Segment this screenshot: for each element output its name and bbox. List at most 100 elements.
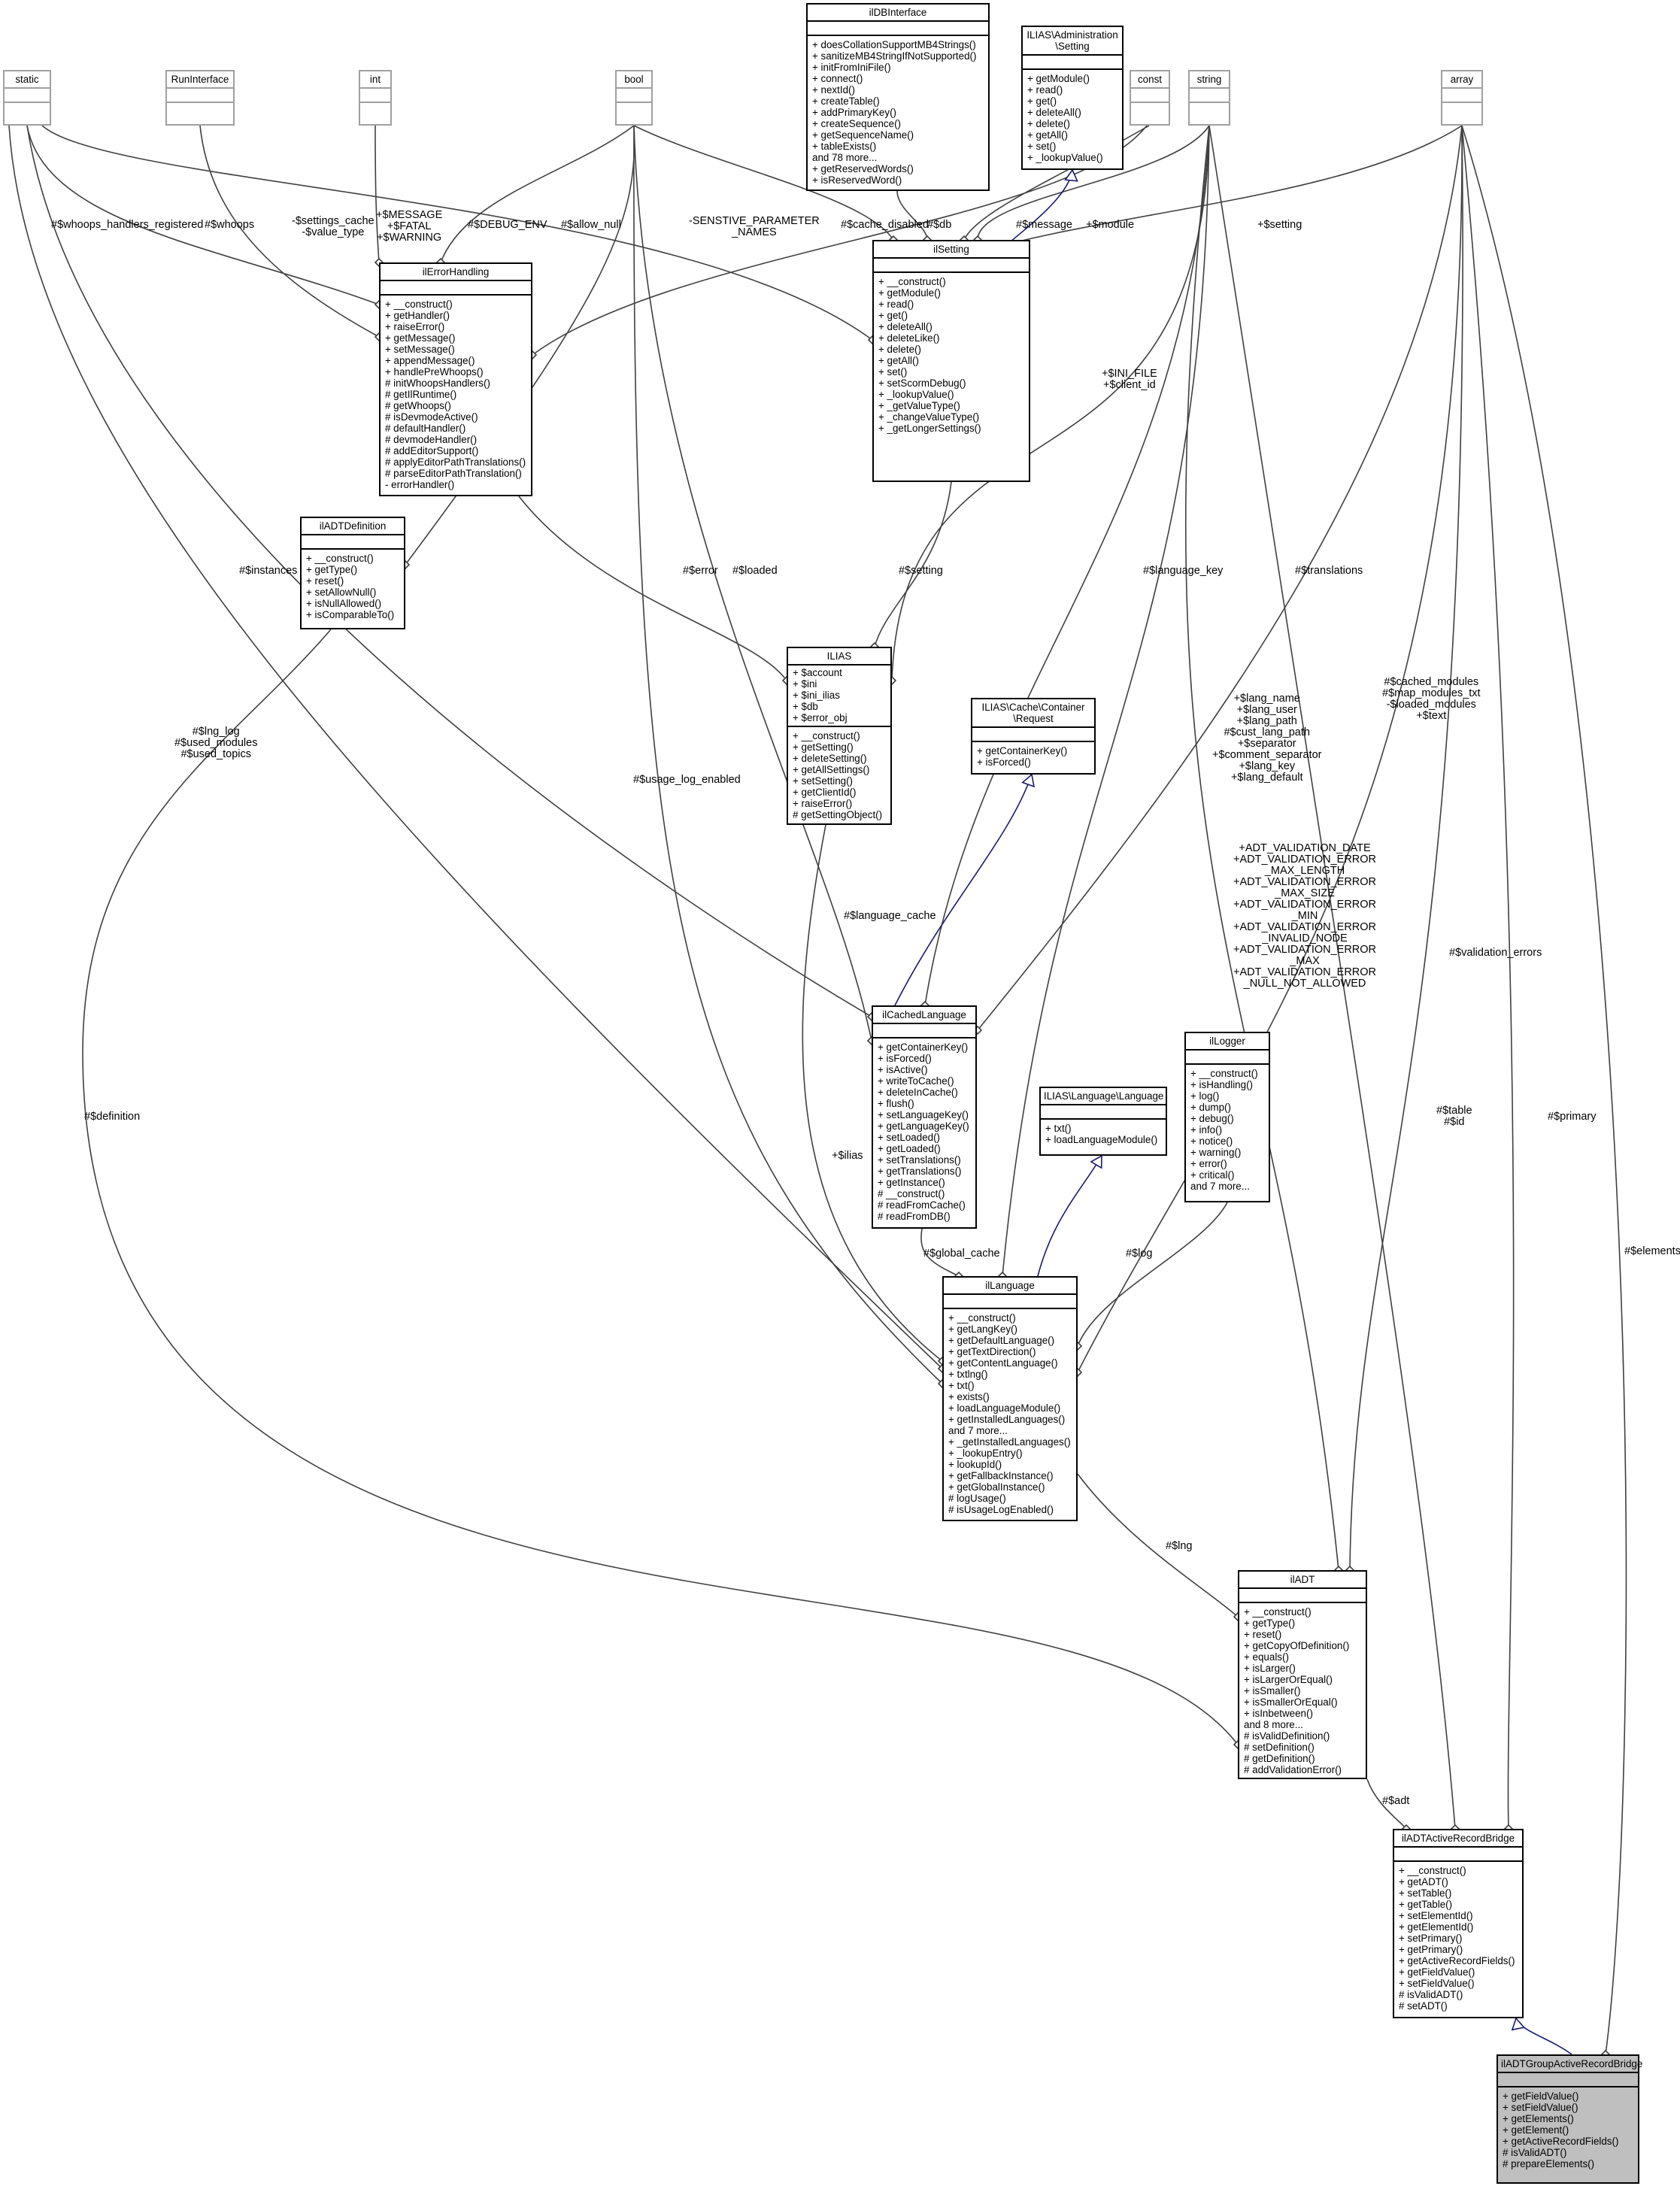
class-cache-container-request[interactable]: ILIAS\Cache\Container \Request + getCont… [971, 698, 1096, 775]
class-iladtactiverecordbridge[interactable]: ilADTActiveRecordBridge + __construct() … [1393, 1829, 1524, 2018]
association-edge [992, 125, 1463, 249]
class-ilias[interactable]: ILIAS + $account + $ini + $ini_ilias + $… [787, 647, 892, 825]
class-array[interactable]: array [1441, 70, 1483, 126]
method: + getModule() [1027, 73, 1090, 84]
method: + loadLanguageModule() [948, 1402, 1061, 1414]
method: and 7 more... [1190, 1181, 1250, 1192]
association-edge [920, 1228, 960, 1277]
method: + getTable() [1399, 1899, 1453, 1910]
method: + getReservedWords() [812, 163, 914, 174]
edge-label: #$loaded [732, 565, 778, 577]
method: + getTextDirection() [948, 1346, 1036, 1357]
class-static[interactable]: static [3, 70, 51, 126]
class-iladtgroupactiverecordbridge[interactable]: ilADTGroupActiveRecordBridge + getFieldV… [1497, 2054, 1642, 2184]
method: # prepareElements() [1503, 2158, 1595, 2169]
method: + writeToCache() [878, 1075, 954, 1087]
method: + getContentLanguage() [948, 1357, 1058, 1369]
method: + deleteLike() [878, 332, 940, 344]
attribute: + $ini_ilias [793, 690, 840, 701]
edge-label: #$elements [1624, 1245, 1680, 1257]
class-const[interactable]: const [1130, 70, 1170, 126]
methods-section [167, 102, 233, 116]
method: and 8 more... [1244, 1719, 1303, 1730]
inheritance-edge [1037, 1155, 1102, 1277]
attributes-section [1131, 87, 1169, 102]
method: + exists() [948, 1391, 990, 1402]
class-ilcachedlanguage[interactable]: ilCachedLanguage + getContainerKey() + i… [872, 1005, 977, 1229]
class-runinterface[interactable]: RunInterface [165, 70, 235, 126]
edge-label: #$validation_errors [1449, 947, 1542, 959]
class-int[interactable]: int [359, 70, 392, 126]
class-administration-setting[interactable]: ILIAS\Administration \Setting + getModul… [1021, 26, 1124, 170]
class-iladt[interactable]: ilADT + __construct() + getType() + rese… [1238, 1570, 1367, 1779]
method: + __construct() [1244, 1606, 1312, 1618]
association-edge [1366, 1778, 1407, 1830]
class-name: int [369, 74, 381, 85]
class-bool[interactable]: bool [615, 70, 653, 126]
method: and 7 more... [948, 1425, 1008, 1436]
association-edge [199, 125, 380, 338]
class-string[interactable]: string [1188, 70, 1230, 126]
method: + setTranslations() [878, 1154, 961, 1166]
attributes-section [972, 726, 1094, 741]
method: + getSetting() [793, 741, 854, 753]
method: + getAll() [1027, 129, 1068, 141]
method: + getSequenceName() [812, 129, 914, 141]
method: + delete() [1027, 118, 1070, 129]
method: + getClientId() [793, 787, 857, 798]
method: + isLargerOrEqual() [1244, 1674, 1333, 1685]
edge-label: #$cached_modules #$map_modules_txt -$loa… [1382, 676, 1481, 722]
method: + deleteAll() [1027, 107, 1081, 118]
edge-label: #$DEBUG_ENV [468, 219, 547, 231]
method: - errorHandler() [385, 479, 455, 490]
method: + getActiveRecordFields() [1399, 1955, 1515, 1966]
method: + isSmaller() [1244, 1685, 1301, 1696]
method: + _changeValueType() [878, 411, 980, 423]
inheritance-edge [1515, 2018, 1572, 2055]
class-ilsetting[interactable]: ilSetting + __construct() + getModule() … [872, 240, 1030, 482]
method: + nextId() [812, 84, 855, 96]
method: # parseEditorPathTranslation() [385, 468, 522, 479]
edge-label: +$setting [1257, 219, 1302, 231]
association-edge [8, 125, 943, 1369]
method: # setDefinition() [1244, 1742, 1315, 1753]
methods-section: + txt() + loadLanguageModule() [1041, 1118, 1166, 1145]
association-edge [375, 125, 380, 263]
association-edge [874, 481, 952, 647]
attributes-section [1394, 1846, 1522, 1860]
attributes-section [1498, 2072, 1638, 2086]
method: + delete() [878, 344, 921, 355]
method: + _lookupEntry() [948, 1448, 1023, 1459]
class-illogger[interactable]: ilLogger + __construct() + isHandling() … [1184, 1032, 1270, 1202]
method: + _getInstalledLanguages() [948, 1436, 1071, 1448]
method: + __construct() [385, 299, 453, 310]
method: + getDefaultLanguage() [948, 1335, 1055, 1346]
method: + read() [1027, 84, 1063, 96]
method: # readFromDB() [878, 1211, 951, 1222]
edge-label: #$cache_disabled [841, 219, 929, 231]
method: + handlePreWhoops() [385, 366, 484, 377]
class-name: ilSetting [933, 244, 969, 255]
attributes-section [381, 280, 531, 294]
method: + getActiveRecordFields() [1503, 2136, 1619, 2147]
association-edge [1077, 125, 1463, 1373]
class-iladtdefinition[interactable]: ilADTDefinition + __construct() + getTyp… [300, 517, 405, 629]
class-illanguage[interactable]: ilLanguage + __construct() + getLangKey(… [942, 1276, 1078, 1521]
class-ildbinterface[interactable]: ilDBInterface + doesCollationSupportMB4S… [806, 3, 990, 191]
class-language-interface[interactable]: ILIAS\Language\Language + txt() + loadLa… [1039, 1087, 1167, 1156]
association-edge [924, 125, 1210, 1006]
class-name: const [1137, 74, 1162, 85]
method: + error() [1190, 1158, 1227, 1169]
edge-label: #$instances [239, 565, 298, 577]
class-name: ILIAS\Cache\Container \Request [981, 702, 1085, 724]
methods-section [360, 102, 390, 116]
method: + reset() [306, 575, 344, 587]
method: + setFieldValue() [1503, 2102, 1578, 2113]
attribute: + $error_obj [793, 712, 848, 723]
method: # isUsageLogEnabled() [948, 1504, 1054, 1515]
association-edge [896, 190, 928, 241]
class-ilerrorhandling[interactable]: ilErrorHandling + __construct() + getHan… [379, 262, 532, 496]
method: + getMessage() [385, 332, 456, 344]
edge-label: +$INI_FILE +$client_id [1102, 368, 1157, 391]
method: # addEditorSupport() [385, 445, 479, 456]
